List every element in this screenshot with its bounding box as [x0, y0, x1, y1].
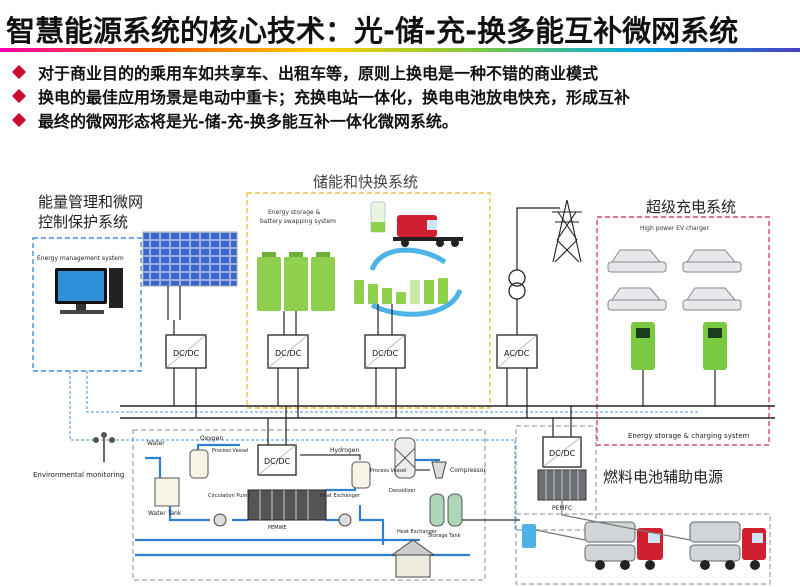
- label-storage-tank: Storage Tank: [428, 533, 461, 539]
- process-vessel-1: [189, 449, 209, 479]
- converter-grid: AC/DC: [496, 334, 538, 418]
- transformer-icon: [508, 207, 560, 335]
- truck-feed-lines: [535, 500, 691, 541]
- storage-tanks: [429, 493, 463, 527]
- svg-text:AC/DC: AC/DC: [504, 349, 530, 358]
- bullet-item: 换电的最佳应用场景是电动中重卡；充换电站一体化，换电电池放电快充，形成互补: [10, 84, 630, 108]
- power-pylon-icon: [552, 199, 582, 263]
- process-vessel-2: [351, 461, 371, 489]
- page-title: 智慧能源系统的核心技术：光-储-充-换多能互补微网系统: [6, 14, 739, 48]
- heat-exchanger-1: [338, 513, 352, 527]
- title-gradient-bar: [0, 48, 800, 52]
- svg-text:DC/DC: DC/DC: [275, 349, 302, 358]
- storage-region-box: [246, 192, 491, 409]
- swap-truck-icon: [393, 215, 463, 247]
- weather-station-icon: [93, 432, 115, 462]
- bullet-text: 最终的微网形态将是光-储-充-换多能互补一体化微网系统。: [38, 112, 458, 131]
- svg-text:DC/DC: DC/DC: [173, 349, 200, 358]
- compressor: [431, 461, 447, 479]
- label-process-vessel: Process Vessel: [212, 448, 248, 454]
- converter-pv: DC/DC: [165, 320, 207, 418]
- bullet-item: 最终的微网形态将是光-储-充-换多能互补一体化微网系统。: [10, 108, 630, 132]
- charging-bus-label: Energy storage & charging system: [628, 432, 750, 440]
- label-hydrogen: Hydrogen: [330, 447, 359, 454]
- storage-subtitle-1: Energy storage &: [268, 209, 321, 216]
- label-heat-exchanger: Heat Exchanger: [320, 493, 361, 499]
- pemfc-stack: [537, 469, 587, 501]
- bullet-text: 对于商业目的的乘用车如共享车、出租车等，原则上换电是一种不错的商业模式: [38, 64, 599, 83]
- svg-text:DC/DC: DC/DC: [372, 349, 399, 358]
- bullet-text: 换电的最佳应用场景是电动中重卡；充换电站一体化，换电电池放电快充，形成互补: [38, 88, 631, 107]
- pemwe-stack: [247, 489, 327, 521]
- label-water-tank: Water Tank: [148, 510, 182, 517]
- label-circulation-pump: Circulation Pump: [208, 493, 251, 499]
- label-process-vessel-2: Process Vessel: [370, 468, 406, 474]
- solar-panel: [142, 231, 238, 320]
- ems-title-line-1: 能量管理和微网: [38, 193, 143, 211]
- heat-exchanger-house: [390, 539, 436, 578]
- ems-title-line-2: 控制保护系统: [38, 213, 128, 231]
- converter-swap: DC/DC: [364, 304, 406, 418]
- deoxidizer: [394, 437, 416, 479]
- hydrogen-trucks: [584, 521, 766, 570]
- fuelcell-region-box: [515, 425, 597, 531]
- label-water: Water: [147, 440, 165, 447]
- truck-region-box: [515, 513, 771, 585]
- ev-cars: [607, 249, 742, 311]
- charger-title: 超级充电系统: [646, 198, 736, 216]
- water-tank: [154, 477, 180, 507]
- charger-subtitle: High power EV charger: [640, 225, 710, 232]
- circulation-pump-icon: [213, 513, 227, 527]
- label-compressor: Compressor: [450, 467, 486, 474]
- svg-text:DC/DC: DC/DC: [549, 449, 576, 458]
- hydrogen-dispenser-icon: [522, 524, 536, 548]
- label-oxygen: Oxygen: [200, 435, 223, 442]
- battery-swap-cycle: [354, 201, 463, 317]
- ems-computer: [55, 268, 123, 314]
- storage-subtitle-2: battery swapping system: [260, 218, 336, 225]
- ems-monitor-label: Energy management system: [37, 255, 124, 262]
- svg-text:DC/DC: DC/DC: [264, 457, 291, 466]
- converter-storage: DC/DC: [267, 311, 309, 418]
- bullet-item: 对于商业目的的乘用车如共享车、出租车等，原则上换电是一种不错的商业模式: [10, 60, 630, 84]
- env-monitor-label: Environmental monitoring: [33, 471, 124, 479]
- battery-stack-left: [257, 252, 335, 311]
- converter-electrolysis: DC/DC: [257, 406, 297, 476]
- ev-charger-left: [631, 322, 655, 406]
- bullet-list: 对于商业目的的乘用车如共享车、出租车等，原则上换电是一种不错的商业模式 换电的最…: [10, 60, 630, 132]
- fuelcell-title: 燃料电池辅助电源: [603, 468, 723, 486]
- storage-title: 储能和快换系统: [313, 173, 418, 191]
- electrolysis-region-box: [132, 429, 486, 581]
- ev-charger-right: [703, 322, 727, 406]
- label-pemwe: PEMWE: [268, 525, 287, 531]
- converter-pemfc: DC/DC: [542, 406, 582, 468]
- label-deoxidizer: Deoxidizer: [389, 488, 416, 494]
- label-heat-exchanger-2: Heat Exchanger: [397, 529, 438, 535]
